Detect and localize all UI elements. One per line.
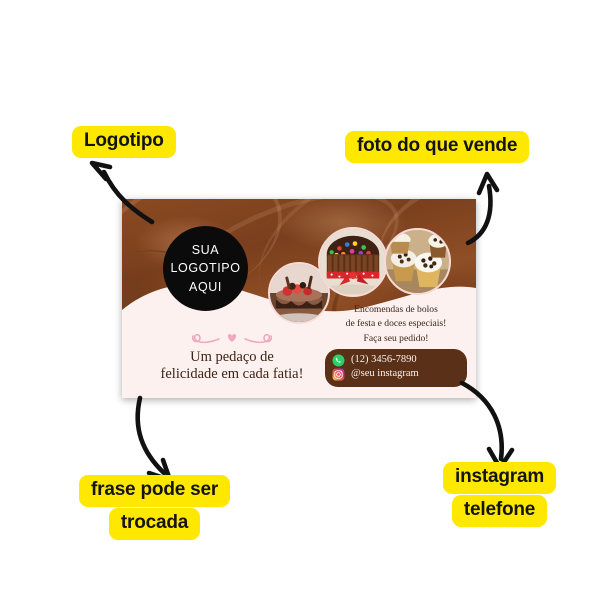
contact-row-whatsapp[interactable]: (12) 3456-7890 bbox=[332, 354, 459, 367]
logo-line-3: AQUI bbox=[189, 279, 222, 294]
card-slogan-block: Um pedaço de felicidade em cada fatia! bbox=[136, 330, 328, 384]
whatsapp-icon bbox=[332, 354, 345, 367]
whatsapp-number: (12) 3456-7890 bbox=[351, 354, 417, 366]
contact-row-instagram[interactable]: @seu instagram bbox=[332, 368, 459, 381]
instagram-handle: @seu instagram bbox=[351, 368, 419, 380]
callout-frase-line-2: trocada bbox=[108, 507, 201, 540]
callout-logotipo-line-1: Logotipo bbox=[72, 126, 176, 158]
logo-line-2: LOGOTIPO bbox=[170, 261, 241, 276]
slogan-line-1: Um pedaço de bbox=[190, 348, 274, 365]
card-contact-block: Encomendas de bolos de festa e doces esp… bbox=[325, 304, 467, 387]
promo-line-3: Faça seu pedido! bbox=[363, 332, 429, 344]
logo-line-1: SUA bbox=[191, 243, 220, 258]
callout-instagram-telefone[interactable]: instagram telefone bbox=[443, 462, 557, 527]
callout-logotipo[interactable]: Logotipo bbox=[72, 126, 176, 158]
callout-contato-line-2: telefone bbox=[451, 494, 548, 527]
product-photo-chocolate-cake[interactable] bbox=[268, 262, 330, 324]
callout-contato-line-1: instagram bbox=[443, 462, 557, 494]
callout-foto-line-1: foto do que vende bbox=[345, 131, 530, 163]
instagram-icon bbox=[332, 368, 345, 381]
promo-line-1: Encomendas de bolos bbox=[354, 303, 438, 315]
business-card-preview[interactable]: SUA LOGOTIPO AQUI bbox=[122, 199, 476, 398]
slogan-line-2: felicidade em cada fatia! bbox=[160, 366, 304, 383]
contact-details-box: (12) 3456-7890 bbox=[325, 349, 467, 387]
promo-line-2: de festa e doces especiais! bbox=[345, 318, 447, 330]
product-photo-cupcakes[interactable] bbox=[384, 228, 451, 295]
callout-foto-do-que-vende[interactable]: foto do que vende bbox=[345, 131, 530, 163]
pink-heart-flourish-ornament bbox=[191, 333, 273, 343]
logo-placeholder-circle[interactable]: SUA LOGOTIPO AQUI bbox=[163, 226, 248, 311]
product-photo-sprinkle-cake[interactable] bbox=[318, 227, 388, 297]
callout-frase-pode-ser-trocada[interactable]: frase pode ser trocada bbox=[79, 475, 231, 540]
callout-frase-line-1: frase pode ser bbox=[79, 475, 231, 507]
arrow-path-frase bbox=[135, 395, 167, 476]
